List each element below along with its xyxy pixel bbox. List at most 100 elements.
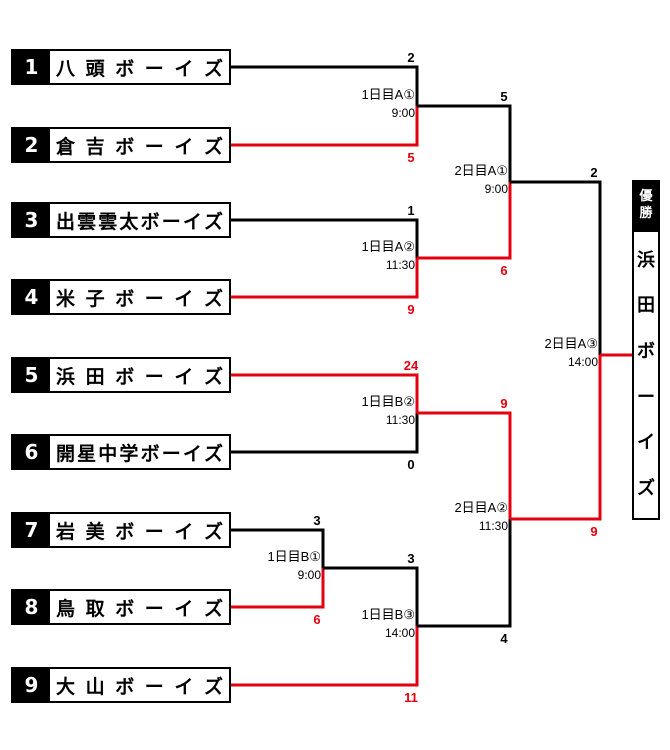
team-name-char: ー: [144, 287, 164, 310]
match-time: 14:00: [568, 355, 598, 369]
match-label: 2日目A①: [454, 163, 508, 178]
team-seed: 5: [13, 359, 50, 391]
bracket-bottom-line: [231, 413, 419, 454]
team-seed: 3: [13, 204, 50, 236]
score-top: 3: [407, 551, 414, 566]
team-name-char: 田: [85, 365, 105, 388]
team-name-char: ズ: [203, 520, 223, 543]
team-name: 鳥取ボーイズ: [50, 591, 229, 623]
team-name-char: ボ: [115, 287, 135, 310]
match-label: 1日目B③: [361, 607, 415, 622]
score-bottom: 9: [407, 302, 414, 317]
score-top: 24: [404, 358, 419, 373]
team-name-char: 八: [56, 57, 76, 80]
team-name-char: 吉: [85, 135, 105, 158]
champion-name-char: ー: [637, 386, 655, 408]
champion-name-char: イ: [637, 432, 655, 454]
match-time: 9:00: [485, 182, 509, 196]
champion-header: 優 勝: [632, 180, 660, 230]
score-top: 2: [407, 50, 414, 65]
team-name: 浜田ボーイズ: [50, 359, 229, 391]
match-time: 11:30: [479, 519, 508, 533]
bracket-bottom-line: [231, 258, 419, 299]
team-seed: 2: [13, 129, 50, 161]
team-name-char: ボ: [115, 597, 135, 620]
bracket-top-line: [231, 218, 419, 258]
champion-name-char: 田: [637, 295, 655, 317]
team-name: 出雲雲太ボーイズ: [50, 204, 229, 236]
match-label: 1日目A②: [361, 239, 415, 254]
team-name-char: ズ: [203, 287, 223, 310]
team-seed: 9: [13, 669, 50, 701]
team-name: 米子ボーイズ: [50, 281, 229, 313]
team-name-char: ズ: [203, 57, 223, 80]
team-name: 大山ボーイズ: [50, 669, 229, 701]
bracket-top-line: [231, 528, 325, 568]
bracket-bottom-line: [231, 626, 419, 687]
score-top: 3: [313, 513, 320, 528]
match-label: 2日目A③: [544, 336, 598, 351]
team-name-char: 山: [85, 675, 105, 698]
bracket-bottom-line: [231, 106, 419, 147]
team-name-char: 開: [56, 442, 76, 465]
bracket-bottom-line: [417, 519, 512, 628]
team-seed: 6: [13, 436, 50, 468]
score-top: 5: [500, 89, 507, 104]
team-seed: 8: [13, 591, 50, 623]
team-name-char: 中: [98, 442, 118, 465]
score-bottom: 6: [500, 263, 507, 278]
team-name-char: ボ: [115, 520, 135, 543]
bracket-top-line: [231, 373, 419, 413]
team-name-char: 岩: [56, 520, 76, 543]
team-name-char: 取: [85, 597, 105, 620]
team-name-char: 学: [119, 442, 139, 465]
score-top: 2: [590, 165, 597, 180]
team-name-char: イ: [174, 287, 194, 310]
bracket-bottom-line: [417, 182, 512, 260]
team-name-char: ズ: [203, 597, 223, 620]
team-name-char: 雲: [98, 210, 118, 233]
team-name-char: イ: [174, 135, 194, 158]
team-name-char: 出: [56, 210, 76, 233]
team-name-char: ー: [144, 597, 164, 620]
team-name-char: 頭: [85, 57, 105, 80]
team-name-char: 倉: [56, 135, 76, 158]
score-bottom: 9: [590, 524, 597, 539]
team-name-char: イ: [174, 365, 194, 388]
team-name-char: 雲: [77, 210, 97, 233]
bracket-bottom-line: [231, 568, 325, 609]
team-name-char: ボ: [115, 57, 135, 80]
team-name-char: イ: [182, 210, 202, 233]
team-seed: 4: [13, 281, 50, 313]
team-name-char: ズ: [203, 135, 223, 158]
team-name-char: 米: [56, 287, 76, 310]
champion-name-char: 浜: [637, 249, 655, 271]
bracket-top-line: [417, 411, 512, 519]
team-name-char: ボ: [115, 675, 135, 698]
team-name-char: イ: [182, 442, 202, 465]
team-name-char: ボ: [115, 135, 135, 158]
champion-name-char: ボ: [637, 341, 655, 363]
bracket-top-line: [510, 180, 602, 355]
team-name-char: 大: [56, 675, 76, 698]
bracket-top-line: [323, 566, 419, 626]
team-name-char: ズ: [203, 210, 223, 233]
match-time: 14:00: [385, 626, 415, 640]
team-name-char: ー: [144, 135, 164, 158]
team-name-char: 星: [77, 442, 97, 465]
bracket-bottom-line: [510, 355, 602, 521]
team-name: 岩美ボーイズ: [50, 514, 229, 546]
team-name-char: ボ: [115, 365, 135, 388]
team-name-char: ズ: [203, 365, 223, 388]
team-name-char: 美: [85, 520, 105, 543]
match-label: 1日目B②: [361, 394, 415, 409]
team-name-char: 浜: [56, 365, 76, 388]
team-name-char: 子: [85, 287, 105, 310]
